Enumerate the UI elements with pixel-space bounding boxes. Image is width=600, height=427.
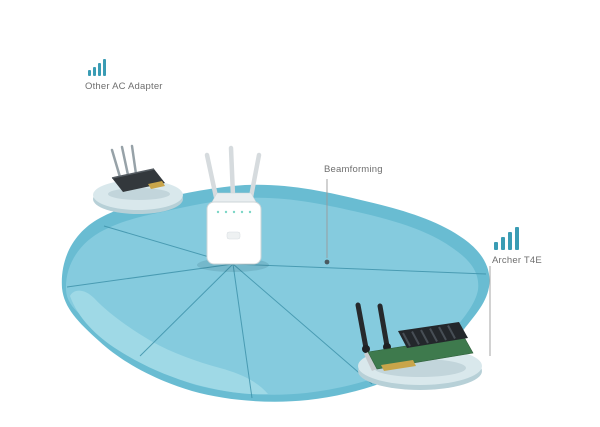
pcie-antennas — [355, 302, 390, 351]
adapter-card-body — [112, 169, 165, 192]
signal-bar — [494, 242, 498, 250]
coverage-highlight — [70, 290, 268, 395]
pcie-connector — [381, 360, 416, 371]
beam-line — [232, 263, 373, 385]
other-ac-adapter-label: Other AC Adapter — [85, 81, 163, 92]
device-shadow — [108, 188, 170, 200]
coverage-surface — [65, 197, 479, 395]
adapter-card-connector — [148, 181, 165, 189]
signal-bar — [508, 232, 512, 250]
beam-lines — [66, 225, 487, 399]
signal-bar — [501, 237, 505, 250]
beam-line — [232, 263, 253, 399]
platform-top — [93, 180, 183, 210]
router-antennas — [204, 145, 262, 200]
signal-bar — [88, 70, 91, 76]
router-led-strip — [216, 210, 252, 214]
beamforming-point — [324, 259, 330, 265]
beam-line — [139, 263, 234, 357]
antenna-hinge — [362, 345, 370, 353]
signal-bar — [93, 67, 96, 76]
router-top-face — [211, 192, 257, 203]
archer-t4e-label: Archer T4E — [492, 255, 542, 266]
signal-bar — [103, 59, 106, 76]
router-device — [197, 145, 269, 272]
signal-bars-icon — [88, 59, 106, 76]
beam-line — [66, 263, 234, 288]
signal-bar — [98, 63, 101, 76]
heatsink-fins — [402, 325, 456, 347]
coverage-pool — [61, 184, 490, 402]
adapter-card-edge — [111, 168, 155, 179]
signal-bars-icon — [494, 227, 519, 250]
ac-adapter-device — [110, 144, 165, 192]
signal-bar — [515, 227, 519, 250]
pcie-adapter-device — [355, 302, 474, 371]
adapter-antennas — [110, 144, 138, 179]
router-logo — [226, 231, 241, 240]
beam-line — [232, 263, 487, 275]
beamforming-label: Beamforming — [324, 164, 383, 175]
pcie-bracket — [364, 352, 377, 371]
